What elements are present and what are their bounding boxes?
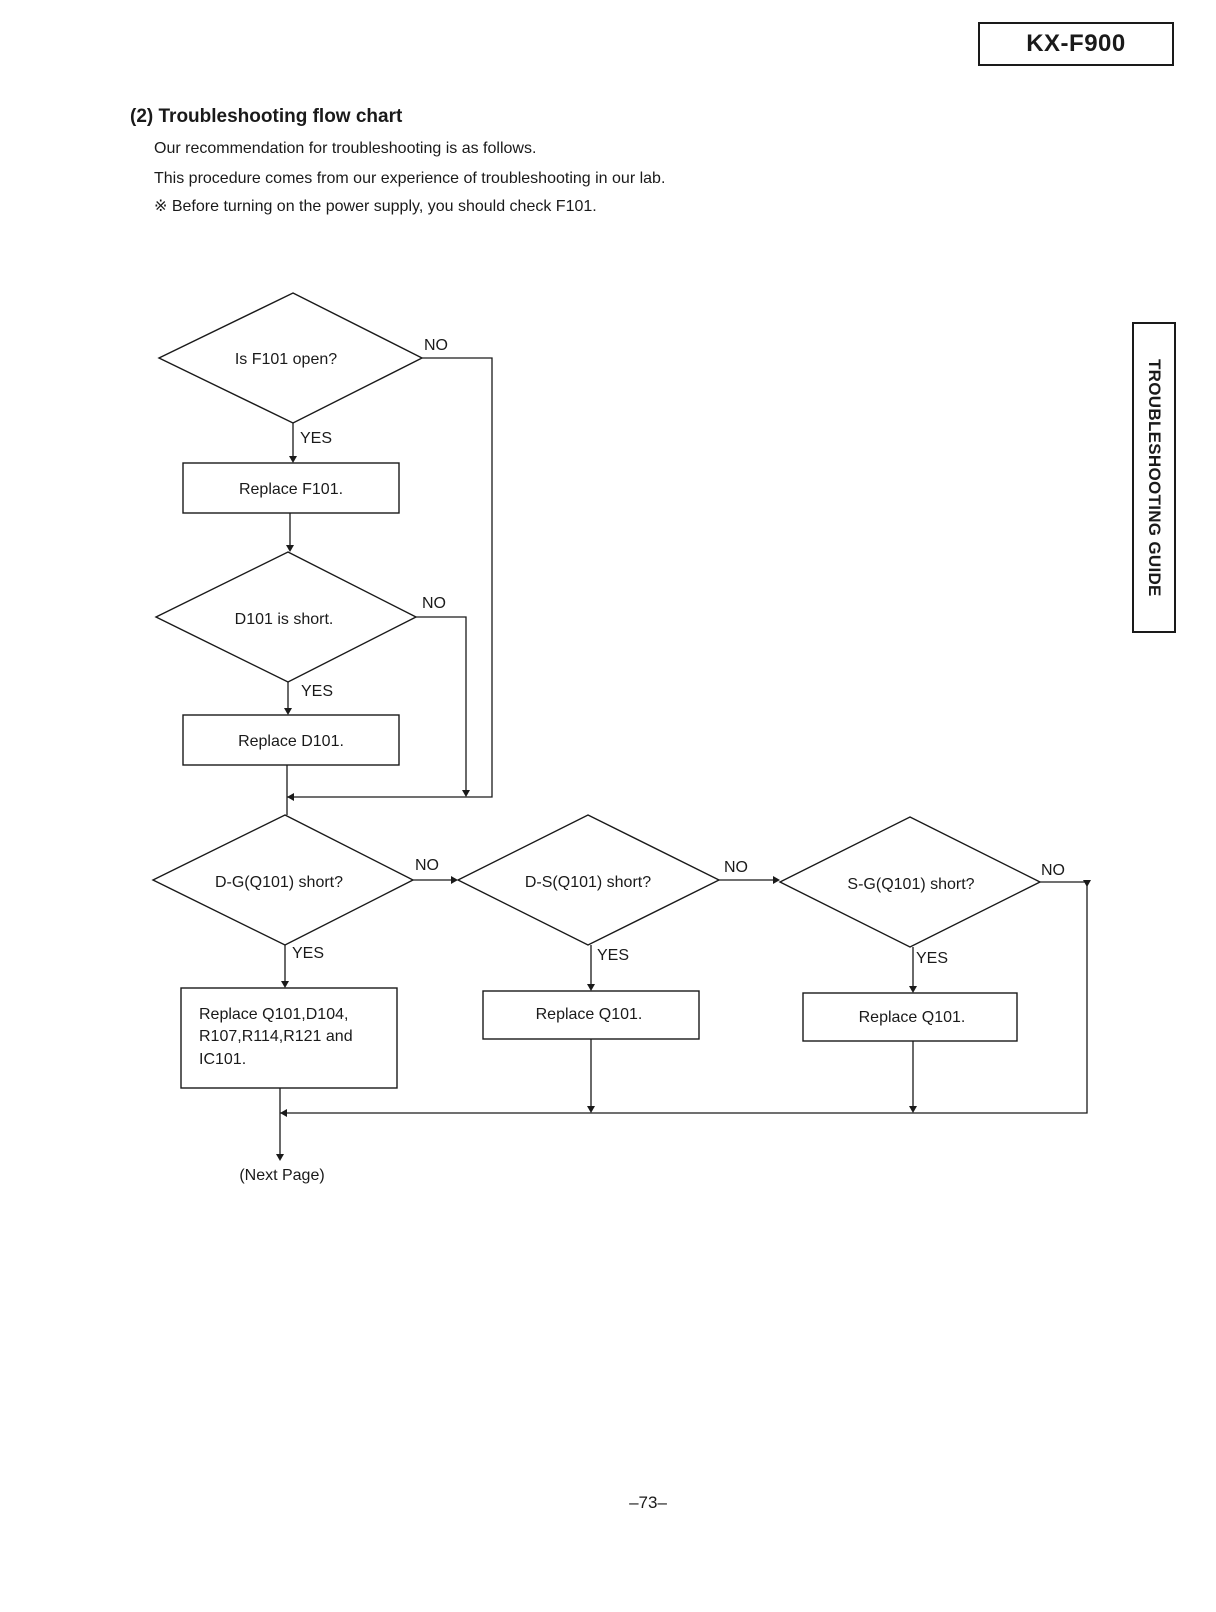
yes-label: YES [292, 945, 324, 962]
model-number: KX-F900 [1026, 30, 1126, 57]
arrowhead [286, 545, 294, 552]
yes-label: YES [916, 950, 948, 967]
no-label: NO [422, 595, 446, 612]
arrowhead [587, 984, 595, 991]
arrowhead [289, 456, 297, 463]
arrowhead [284, 708, 292, 715]
action-replace-q101-ds-label: Replace Q101. [536, 1006, 643, 1023]
no-label: NO [724, 859, 748, 876]
arrowhead [773, 876, 780, 884]
decision-sg-short-label: S-G(Q101) short? [847, 876, 974, 893]
connector-d101-no [416, 616, 467, 792]
decision-ds-short-label: D-S(Q101) short? [525, 874, 651, 891]
yes-label: YES [597, 947, 629, 964]
action-replace-q101-sg-label: Replace Q101. [859, 1009, 966, 1026]
arrowhead [462, 790, 470, 797]
intro-line-2: This procedure comes from our experience… [154, 170, 666, 187]
arrowhead [1083, 880, 1091, 887]
no-label: NO [415, 857, 439, 874]
decision-d101-short-label: D101 is short. [235, 611, 334, 628]
arrowhead [451, 876, 458, 884]
arrowhead [909, 986, 917, 993]
connector-sg-no [280, 881, 1088, 1114]
action-replace-q101-dg [180, 987, 398, 1089]
arrowhead [276, 1154, 284, 1161]
action-replace-d101 [182, 714, 400, 766]
arrowhead [909, 1106, 917, 1113]
model-number-box: KX-F900 [978, 22, 1174, 66]
no-label: NO [1041, 862, 1065, 879]
action-replace-dg-label-line-1: Replace Q101,D104, [199, 1006, 348, 1023]
page-number: –73– [629, 1493, 667, 1512]
action-replace-q101-sg [802, 992, 1018, 1042]
next-page-label: (Next Page) [239, 1167, 324, 1184]
side-tab-label: TROUBLESHOOTING GUIDE [1145, 358, 1164, 597]
intro-line-1: Our recommendation for troubleshooting i… [154, 140, 537, 157]
arrowhead [280, 1109, 287, 1117]
arrowhead [587, 1106, 595, 1113]
arrowhead [281, 981, 289, 988]
yes-label: YES [300, 430, 332, 447]
action-replace-f101 [182, 462, 400, 514]
no-label: NO [424, 337, 448, 354]
connector-f101-no [287, 357, 493, 798]
intro-line-3: ※ Before turning on the power supply, yo… [154, 198, 597, 215]
action-replace-dg-label-line-3: IC101. [199, 1051, 246, 1068]
action-replace-f101-label: Replace F101. [239, 481, 343, 498]
decision-dg-short-label: D-G(Q101) short? [215, 874, 343, 891]
decision-sg-short [778, 816, 1042, 948]
action-replace-dg-label-line-2: R107,R114,R121 and [199, 1028, 353, 1045]
section-title: (2) Troubleshooting flow chart [130, 106, 403, 127]
yes-label: YES [301, 683, 333, 700]
section-side-tab: TROUBLESHOOTING GUIDE [1132, 322, 1176, 633]
decision-ds-short [456, 814, 721, 946]
decision-f101-open-label: Is F101 open? [235, 351, 337, 368]
arrowhead [287, 793, 294, 801]
action-replace-d101-label: Replace D101. [238, 733, 344, 750]
action-replace-q101-ds [482, 990, 700, 1040]
